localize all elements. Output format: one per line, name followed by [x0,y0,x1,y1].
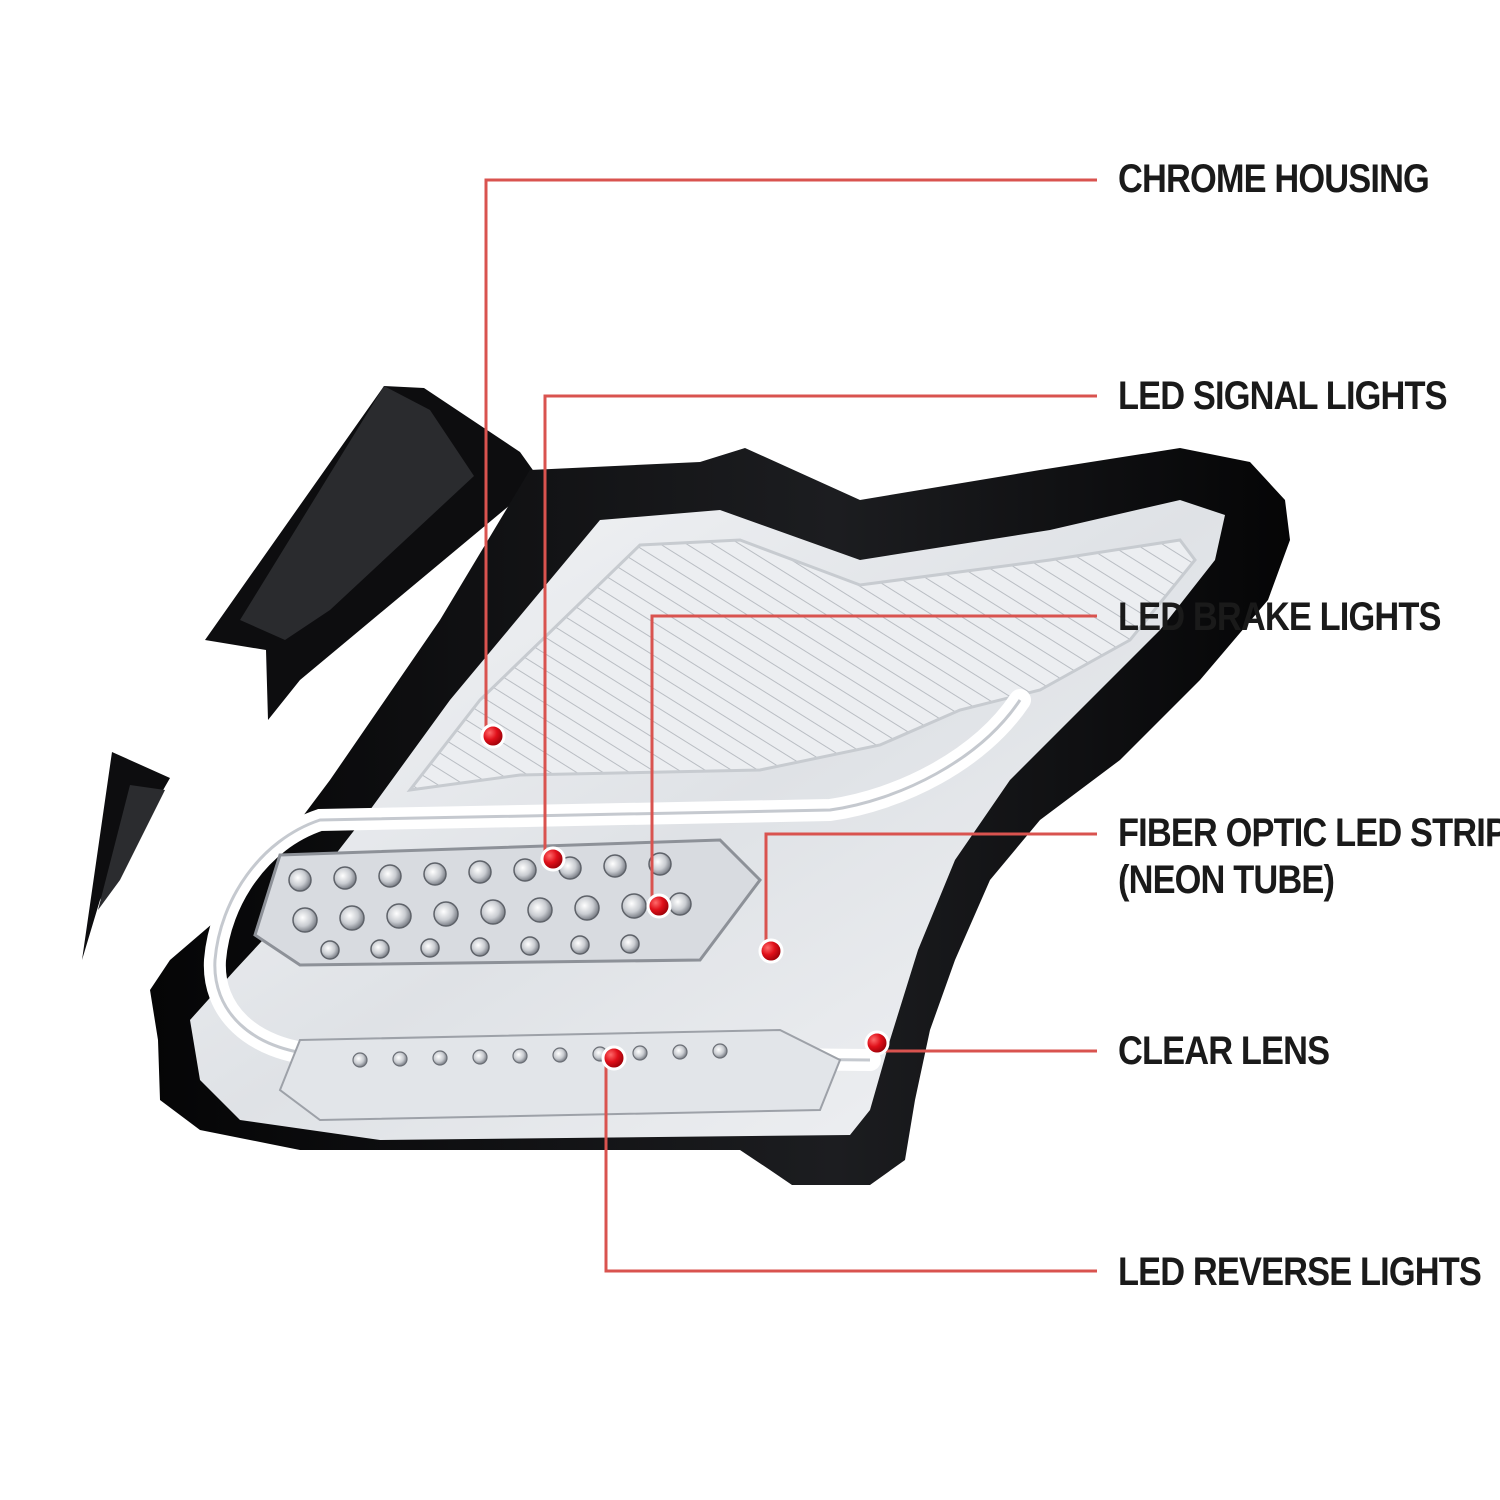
leader-reverse-lights [604,1058,1097,1273]
label-led-reverse-lights: LED REVERSE LIGHTS [1118,1250,1482,1294]
upper-reflector [406,538,1197,792]
label-fiber-optic-strip: FIBER OPTIC LED STRIP [1118,811,1500,855]
label-led-signal-lights: LED SIGNAL LIGHTS [1118,374,1448,418]
label-clear-lens: CLEAR LENS [1118,1029,1330,1073]
mounting-tabs [82,386,540,960]
leader-signal-lights [543,394,1097,859]
marker-dots [480,723,890,1071]
reverse-light-strip [278,1028,842,1122]
dot-fiber-optic [758,938,784,964]
label-chrome-housing: CHROME HOUSING [1118,157,1430,201]
dot-reverse-lights [601,1045,627,1071]
label-neon-tube: (NEON TUBE) [1118,858,1335,902]
dot-signal-lights [540,846,566,872]
leader-brake-lights [650,614,1097,906]
leader-fiber-optic [764,832,1097,948]
reverse-leds [352,1043,728,1068]
led-bulbs [288,852,692,960]
label-led-brake-lights: LED BRAKE LIGHTS [1118,595,1441,639]
dot-brake-lights [646,893,672,919]
dot-chrome-housing [480,723,506,749]
dot-clear-lens [864,1030,890,1056]
leader-lines [484,178,1097,1273]
leader-chrome-housing [484,178,1097,736]
